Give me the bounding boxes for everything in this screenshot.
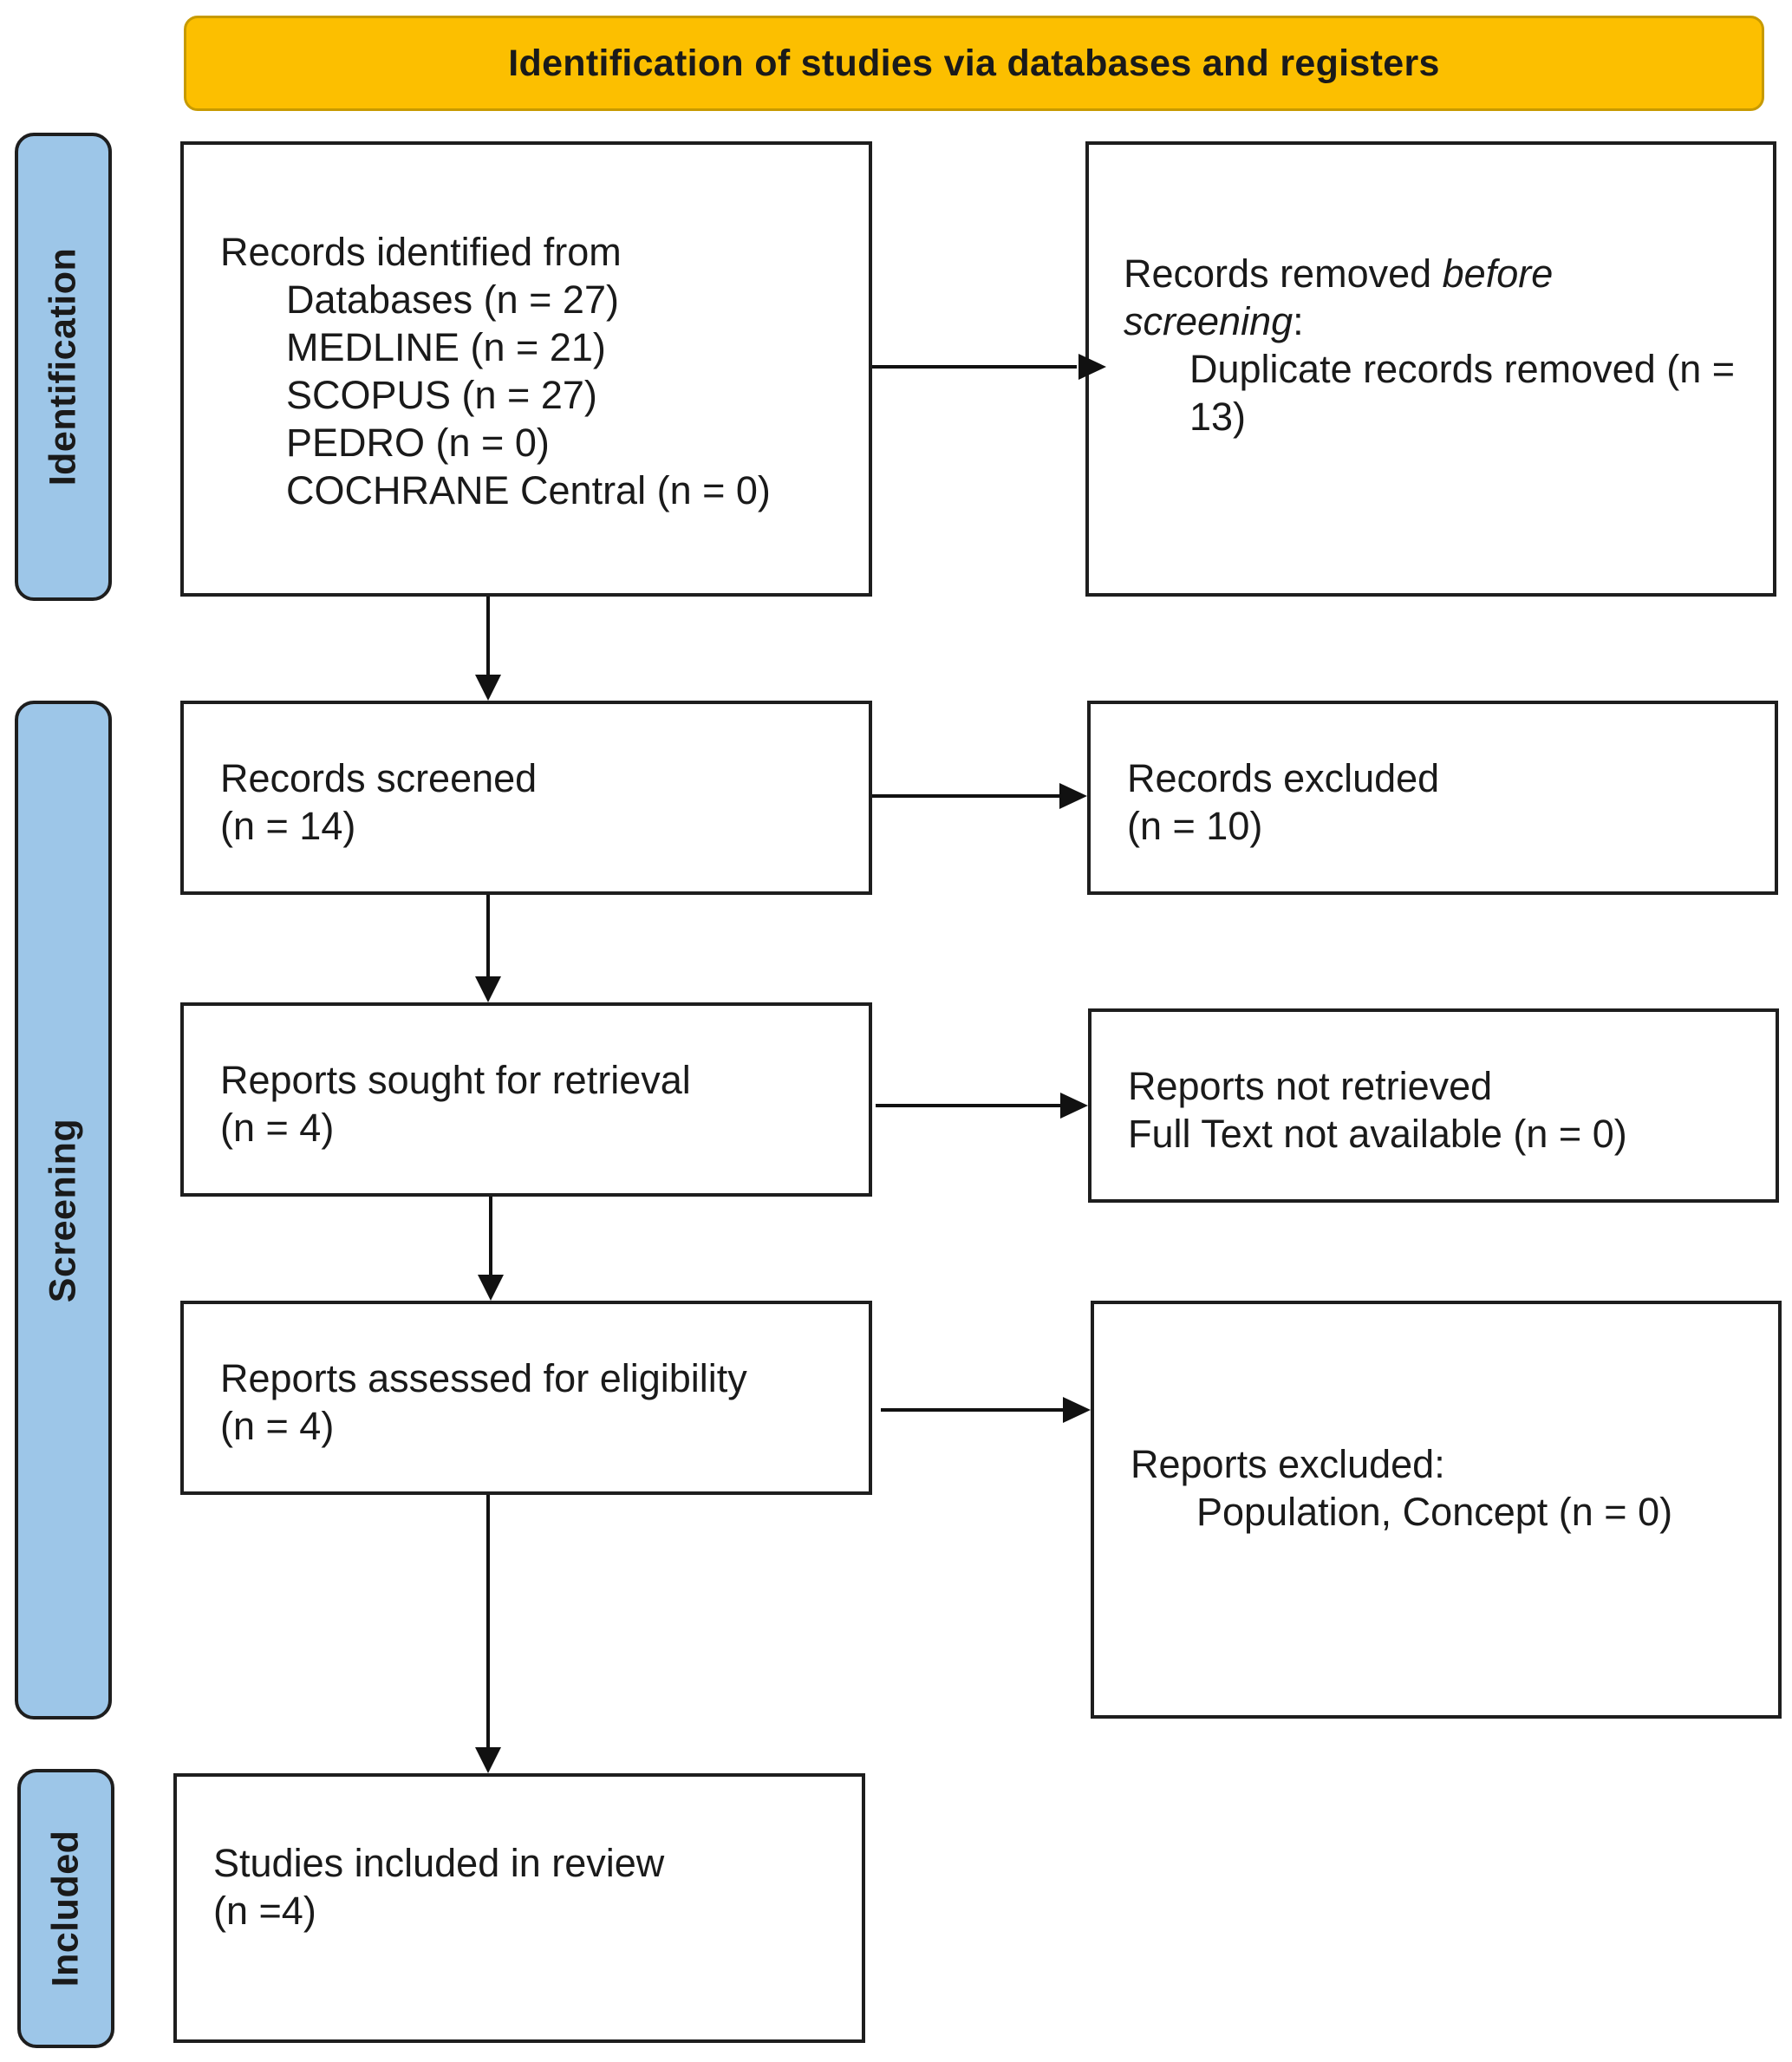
phase-screening: Screening <box>15 701 112 1719</box>
records-screened-box: Records screened (n = 14) <box>180 701 872 895</box>
studies-included-count: (n =4) <box>213 1889 316 1933</box>
records-excluded-label: Records excluded <box>1127 756 1440 800</box>
records-excluded-count: (n = 10) <box>1127 804 1263 848</box>
reports-excluded-detail: Population, Concept (n = 0) <box>1196 1490 1673 1534</box>
arrowhead-not-retrieved <box>1060 1093 1088 1119</box>
records-screened-label: Records screened <box>220 756 538 800</box>
header-bar: Identification of studies via databases … <box>184 16 1764 111</box>
reports-assessed-count: (n = 4) <box>220 1404 335 1448</box>
arrowhead-included <box>475 1747 501 1773</box>
phase-included: Included <box>17 1769 114 2048</box>
reports-assessed-box: Reports assessed for eligibility (n = 4) <box>180 1301 872 1495</box>
studies-included-box: Studies included in review (n =4) <box>173 1773 865 2043</box>
reports-assessed-label: Reports assessed for eligibility <box>220 1356 747 1400</box>
databases-count: Databases (n = 27) <box>286 277 619 322</box>
records-identified-box: Records identified from Databases (n = 2… <box>180 141 872 597</box>
pedro-count: PEDRO (n = 0) <box>286 421 550 465</box>
reports-excluded-box: Reports excluded: Population, Concept (n… <box>1091 1301 1782 1719</box>
reports-sought-count: (n = 4) <box>220 1106 335 1150</box>
arrowhead-sought <box>475 976 501 1002</box>
reports-not-retrieved-box: Reports not retrieved Full Text not avai… <box>1088 1008 1779 1203</box>
records-removed-colon: : <box>1293 299 1304 343</box>
arrowhead-excluded <box>1059 783 1087 809</box>
medline-count: MEDLINE (n = 21) <box>286 325 606 369</box>
records-screened-count: (n = 14) <box>220 804 356 848</box>
arrowhead-assessed <box>478 1275 504 1301</box>
reports-excluded-label: Reports excluded: <box>1131 1442 1445 1486</box>
reports-not-retrieved-label: Reports not retrieved <box>1128 1064 1493 1108</box>
duplicates-removed: Duplicate records removed (n = 13) <box>1189 347 1736 439</box>
records-removed-box: Records removed before screening: Duplic… <box>1085 141 1776 597</box>
phase-screening-label: Screening <box>42 1118 84 1302</box>
arrowhead-reports-excluded <box>1063 1397 1091 1423</box>
header-title: Identification of studies via databases … <box>508 42 1440 84</box>
scopus-count: SCOPUS (n = 27) <box>286 373 597 417</box>
records-excluded-box: Records excluded (n = 10) <box>1087 701 1778 895</box>
records-removed-emph-before: before <box>1442 251 1554 296</box>
records-identified-heading: Records identified from <box>220 230 622 274</box>
phase-identification-label: Identification <box>42 247 84 486</box>
reports-not-retrieved-detail: Full Text not available (n = 0) <box>1128 1112 1627 1156</box>
reports-sought-label: Reports sought for retrieval <box>220 1058 691 1102</box>
records-removed-heading: Records removed before screening: <box>1124 250 1738 345</box>
records-removed-prefix: Records removed <box>1124 251 1443 296</box>
records-removed-emph-screening: screening <box>1124 299 1293 343</box>
reports-sought-box: Reports sought for retrieval (n = 4) <box>180 1002 872 1197</box>
studies-included-label: Studies included in review <box>213 1841 665 1885</box>
cochrane-count: COCHRANE Central (n = 0) <box>286 468 771 512</box>
arrowhead-screened <box>475 675 501 701</box>
phase-identification: Identification <box>15 133 112 601</box>
phase-included-label: Included <box>44 1830 87 1987</box>
